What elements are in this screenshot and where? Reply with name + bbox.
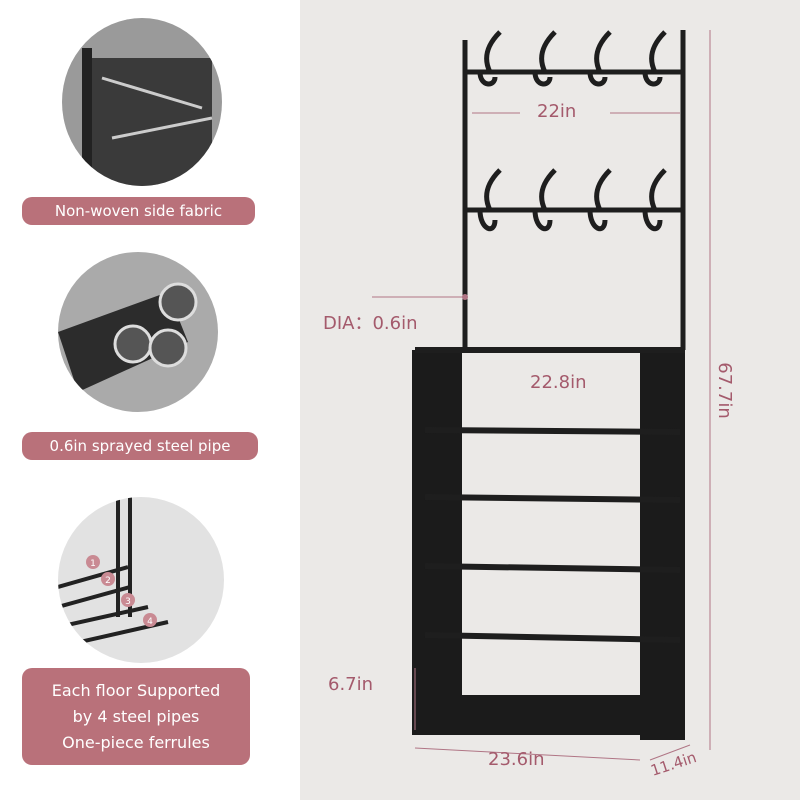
- feature-line: One-piece ferrules: [62, 732, 210, 752]
- base-width-label: 23.6in: [488, 749, 545, 770]
- svg-text:1: 1: [90, 559, 96, 569]
- steel-pipe-image: [58, 252, 218, 412]
- svg-text:2: 2: [105, 576, 111, 586]
- height-label: 67.7in: [713, 362, 735, 419]
- feature-label: Non-woven side fabric: [22, 197, 255, 225]
- hook-width-label: 22in: [537, 101, 577, 122]
- svg-text:3: 3: [125, 597, 131, 607]
- pipe-diameter-label: DIA：0.6in: [323, 313, 418, 334]
- shelf-spacing-label: 6.7in: [328, 674, 374, 695]
- feature-label: 0.6in sprayed steel pipe: [22, 432, 258, 460]
- svg-text:4: 4: [147, 617, 153, 627]
- product-panel: [300, 0, 800, 800]
- shelf-width-label: 22.8in: [530, 372, 587, 393]
- feature-line: by 4 steel pipes: [72, 706, 200, 726]
- feature-label-multiline: Each floor Supported by 4 steel pipes On…: [22, 668, 250, 765]
- fabric-detail-image: [62, 18, 222, 186]
- feature-line: Each floor Supported: [51, 680, 221, 700]
